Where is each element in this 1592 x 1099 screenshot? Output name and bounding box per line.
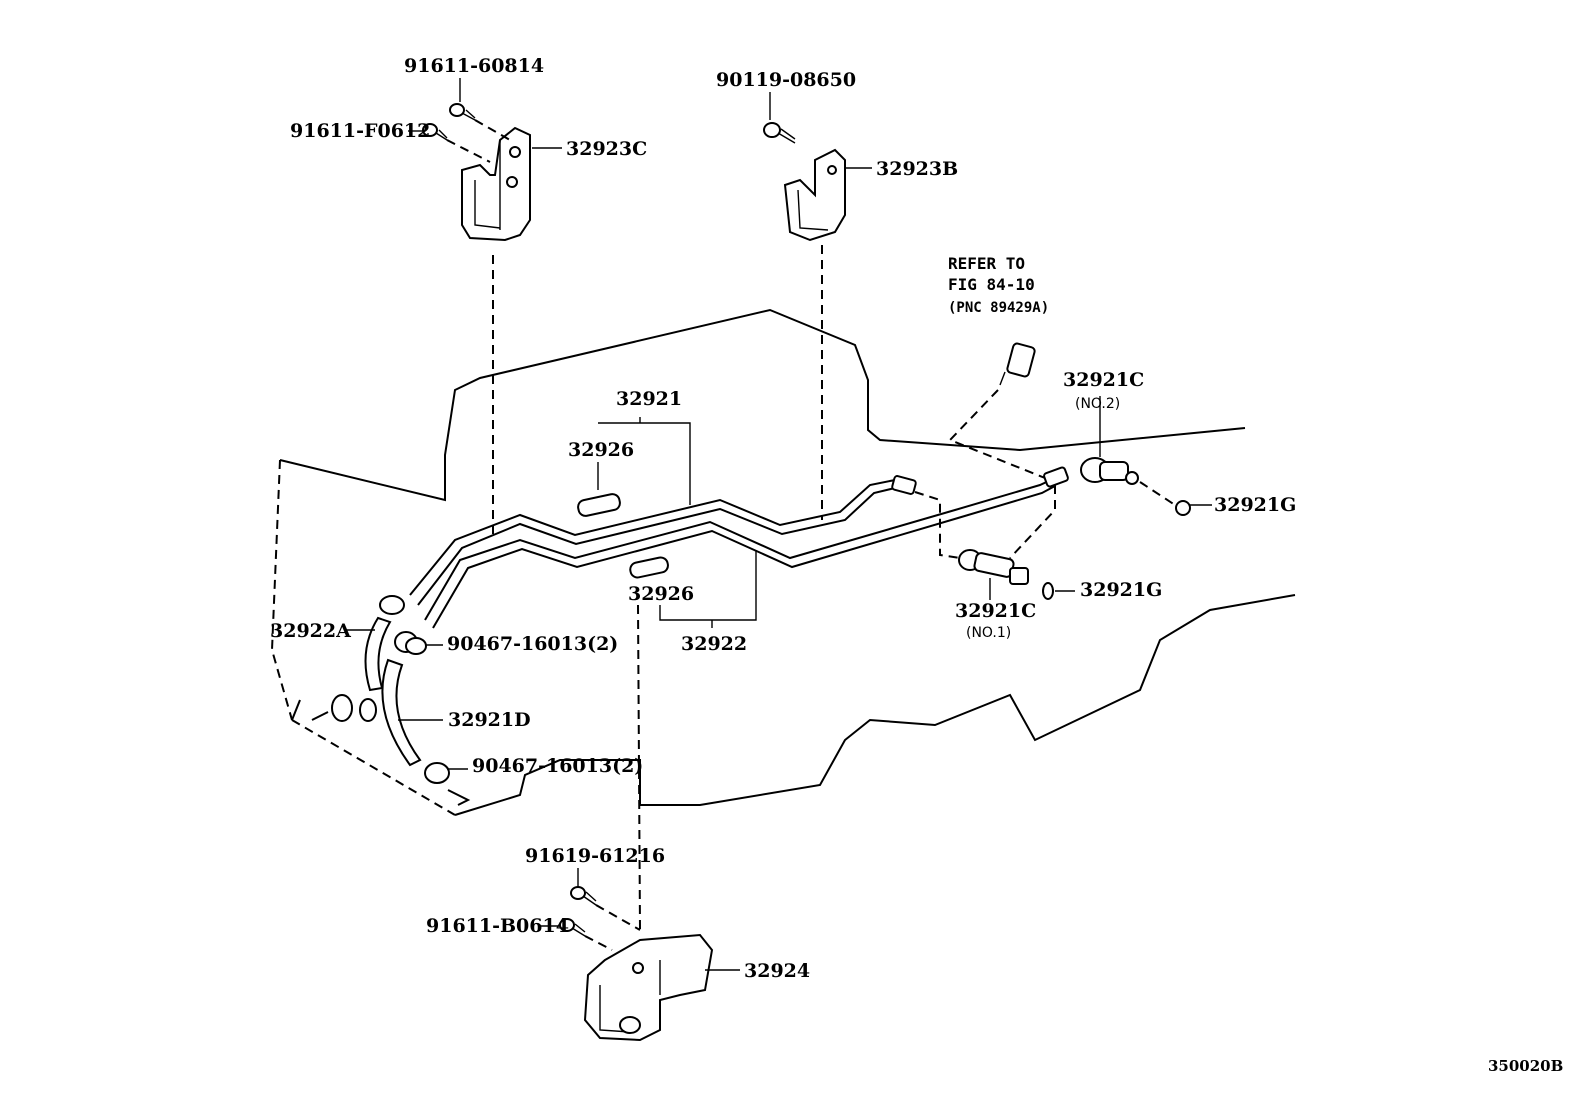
- protector-32926-bottom: [629, 556, 669, 579]
- label-32921: 32921: [616, 388, 682, 410]
- transmission-outline: [270, 308, 1296, 816]
- clamp-90467-b: [424, 762, 450, 784]
- tag-no1: (NO.1): [966, 625, 1011, 641]
- tag-no2: (NO.2): [1075, 396, 1120, 412]
- label-90467-16013-a: 90467-16013(2): [447, 633, 618, 655]
- union-32921c-no1: [958, 549, 1029, 585]
- dashline-bolt-b0614: [584, 935, 613, 951]
- clamp-90467-a: [405, 637, 427, 655]
- label-91611-b0614: 91611-B0614: [426, 915, 569, 937]
- bracket-32924: [583, 933, 714, 1042]
- label-32924: 32924: [744, 960, 810, 982]
- leader-lines: [345, 78, 1212, 971]
- fitting-lower-left: [311, 711, 471, 806]
- bolt-91611-b0614: [559, 918, 586, 937]
- o-ring-32921g-bottom: [1042, 582, 1054, 600]
- label-32922: 32922: [681, 633, 747, 655]
- label-32923c: 32923C: [566, 138, 647, 160]
- dashline-sensor: [948, 389, 1046, 479]
- o-ring-32921g-top: [1175, 500, 1191, 516]
- label-90467-16013-b: 90467-16013(2): [472, 755, 643, 777]
- drawing-number: 350020B: [1488, 1057, 1563, 1075]
- union-32921c-no2: [1080, 457, 1139, 485]
- clamp-lower-left-b: [359, 698, 377, 722]
- bracket-32923c: [461, 126, 531, 242]
- label-90119-08650: 90119-08650: [716, 69, 856, 91]
- label-91611-f0612: 91611-F0612: [290, 120, 430, 142]
- label-32921g-bottom: 32921G: [1080, 579, 1162, 601]
- note-line2: FIG 84-10: [948, 275, 1035, 294]
- label-32921c-no1: 32921C: [955, 600, 1036, 622]
- label-32921g-top: 32921G: [1214, 494, 1296, 516]
- protector-32926-top: [577, 493, 621, 517]
- label-32926-bottom: 32926: [628, 583, 694, 605]
- dashline-no1: [914, 491, 961, 559]
- pipe-32922: [424, 477, 1056, 629]
- dashline-no1-b: [1009, 485, 1056, 559]
- pipe-fitting-upper: [891, 475, 917, 495]
- bolt-91611-60814: [449, 103, 476, 121]
- label-32922a: 32922A: [270, 620, 351, 642]
- label-32923b: 32923B: [876, 158, 958, 180]
- bolt-91611-f0612: [422, 123, 448, 141]
- clamp-lower-left: [331, 694, 353, 722]
- dashline-bolt-61216: [595, 904, 641, 931]
- dashline-bolt-f0612: [446, 139, 491, 163]
- dashline-no2: [1139, 481, 1176, 506]
- bolt-91619-61216: [570, 886, 597, 906]
- label-91611-60814: 91611-60814: [404, 55, 544, 77]
- bracket-32923b: [783, 148, 846, 242]
- note-line1: REFER TO: [948, 254, 1025, 273]
- note-line3: (PNC 89429A): [948, 300, 1049, 316]
- pipe-32921: [409, 479, 896, 606]
- dashline-bolt-60814: [474, 119, 511, 141]
- label-91619-61216: 91619-61216: [525, 845, 665, 867]
- dashline-bracket-32924: [637, 604, 641, 931]
- pipe-fitting-lower: [1043, 466, 1069, 488]
- sensor-switch: [999, 342, 1036, 386]
- label-32921c-no2: 32921C: [1063, 369, 1144, 391]
- label-32921d: 32921D: [448, 709, 531, 731]
- bolt-90119-08650: [763, 122, 796, 144]
- hose-32922a: [364, 595, 405, 692]
- label-32926-top: 32926: [568, 439, 634, 461]
